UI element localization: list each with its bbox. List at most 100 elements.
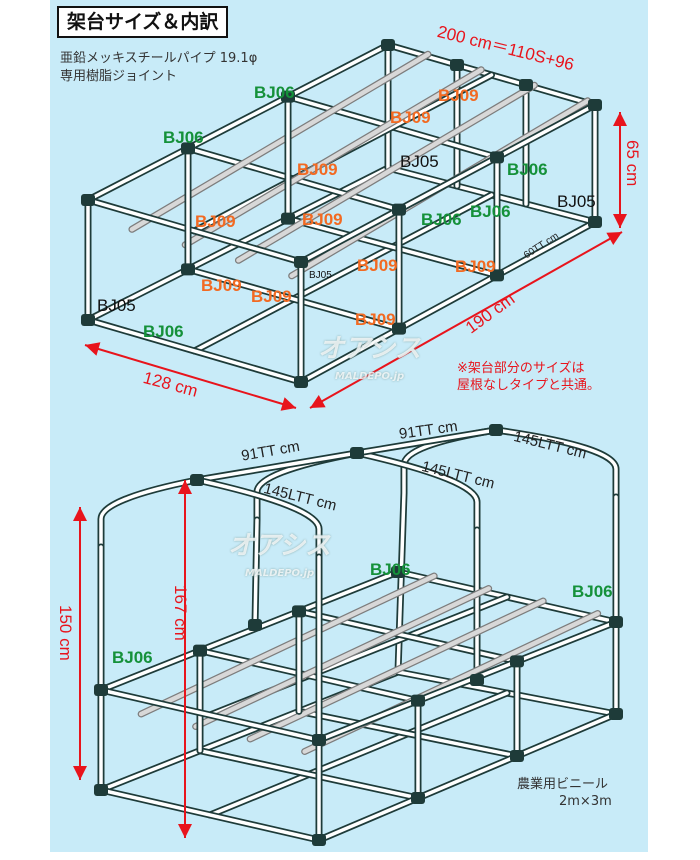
- joint-label-bj05: BJ05: [400, 152, 439, 171]
- joint: [489, 424, 503, 436]
- joint-label-bj09: BJ09: [297, 160, 338, 179]
- pipe-spec: 亜鉛メッキスチールパイプ 19.1φ: [60, 51, 258, 66]
- arrowhead-icon: [73, 766, 87, 780]
- arrowhead-icon: [73, 507, 87, 521]
- pipe: [253, 518, 259, 627]
- joint: [281, 212, 295, 225]
- pipe: [297, 609, 519, 664]
- joint: [609, 616, 623, 628]
- pipe: [195, 451, 359, 482]
- pipe: [192, 193, 494, 353]
- joint-label-bj09: BJ09: [251, 287, 292, 306]
- pipe: [286, 216, 499, 278]
- joint-label-bj06: BJ06: [370, 560, 411, 579]
- pipe: [355, 428, 498, 455]
- joint: [450, 59, 464, 71]
- joint: [381, 39, 395, 51]
- joint: [392, 322, 406, 335]
- joint: [294, 256, 308, 268]
- joint-label-bj06: BJ06: [507, 160, 548, 179]
- pipe: [86, 318, 303, 384]
- joint-label-bj06: BJ06: [163, 128, 204, 147]
- joint: [350, 447, 364, 459]
- joint: [294, 376, 308, 388]
- joint-label-bj05: BJ05: [97, 296, 136, 315]
- vinyl-size: 2m×3m: [559, 794, 612, 809]
- rod: [193, 586, 491, 729]
- pipe: [99, 688, 321, 742]
- joint: [609, 708, 623, 720]
- arrowhead-icon: [613, 214, 627, 228]
- arrowhead-icon: [178, 480, 192, 494]
- arrowhead-icon: [178, 824, 192, 838]
- joint: [392, 203, 406, 216]
- arrowhead-icon: [606, 232, 622, 245]
- dimension-line: [84, 344, 297, 409]
- pipe: [297, 709, 519, 758]
- joint-label-bj06: BJ06: [112, 648, 153, 667]
- pipe: [99, 570, 400, 692]
- joint-label-bj06: BJ06: [254, 83, 295, 102]
- watermark-logo: オアシス: [318, 334, 421, 364]
- pipe: [299, 103, 597, 264]
- joint: [391, 566, 405, 578]
- watermark-site: MALDEPO.jp: [335, 371, 405, 382]
- note-line: ※架台部分のサイズは: [457, 361, 585, 376]
- arrowhead-icon: [613, 112, 627, 126]
- peak-height-dimension: 167 cm: [171, 585, 190, 641]
- rod: [182, 67, 484, 248]
- materials-note: 亜鉛メッキスチールパイプ 19.1φ 専用樹脂ジョイント: [60, 50, 257, 86]
- joint-spec: 専用樹脂ジョイント: [60, 69, 178, 84]
- joint-label-bj09: BJ09: [195, 212, 236, 231]
- joint: [94, 684, 108, 696]
- vinyl-label: 農業用ビニール: [517, 777, 609, 792]
- rod: [129, 52, 431, 232]
- arrowhead-icon: [310, 395, 326, 408]
- joint-label-bj06: BJ06: [143, 322, 184, 341]
- joint-label-bj09: BJ09: [201, 276, 242, 295]
- side-height-dimension: 150 cm: [56, 605, 75, 661]
- pipe: [86, 198, 303, 264]
- pipe: [186, 267, 401, 331]
- pipe: [86, 43, 390, 202]
- watermark-logo: オアシス: [228, 531, 331, 561]
- joint: [588, 216, 602, 228]
- joint-label-bj05: BJ05: [309, 270, 332, 281]
- joint: [490, 151, 504, 164]
- joint: [193, 644, 207, 657]
- pipe: [317, 712, 618, 842]
- note-line: 屋根なしタイプと共通。: [457, 378, 601, 393]
- joint: [411, 792, 425, 804]
- rod: [138, 573, 437, 717]
- joint: [181, 142, 195, 155]
- pipe: [299, 220, 597, 384]
- pipe: [208, 691, 509, 817]
- joint: [510, 750, 524, 762]
- joint: [470, 674, 484, 686]
- pipe: [99, 788, 321, 842]
- rod: [236, 83, 537, 263]
- dimension-line: [309, 231, 623, 409]
- joint-label-bj09: BJ09: [357, 256, 398, 275]
- section-title: 架台サイズ＆内訳: [57, 6, 229, 38]
- joint-label-bj05: BJ05: [557, 192, 596, 211]
- joint-label-bj09: BJ09: [390, 108, 431, 127]
- joint: [81, 194, 95, 206]
- joint: [181, 263, 195, 276]
- joint: [411, 694, 425, 707]
- joint: [312, 734, 326, 746]
- pipe: [198, 748, 420, 800]
- joint-label-bj09: BJ09: [455, 257, 496, 276]
- joint: [588, 99, 602, 111]
- joint: [312, 834, 326, 846]
- pipe: [317, 620, 618, 742]
- joint-label-bj09: BJ09: [355, 310, 396, 329]
- joint-label-bj06: BJ06: [572, 582, 613, 601]
- joint: [519, 79, 533, 91]
- joint-label-bj06: BJ06: [470, 202, 511, 221]
- joint: [94, 784, 108, 796]
- arrowhead-icon: [85, 342, 101, 356]
- joint: [510, 655, 524, 668]
- joint: [292, 605, 306, 618]
